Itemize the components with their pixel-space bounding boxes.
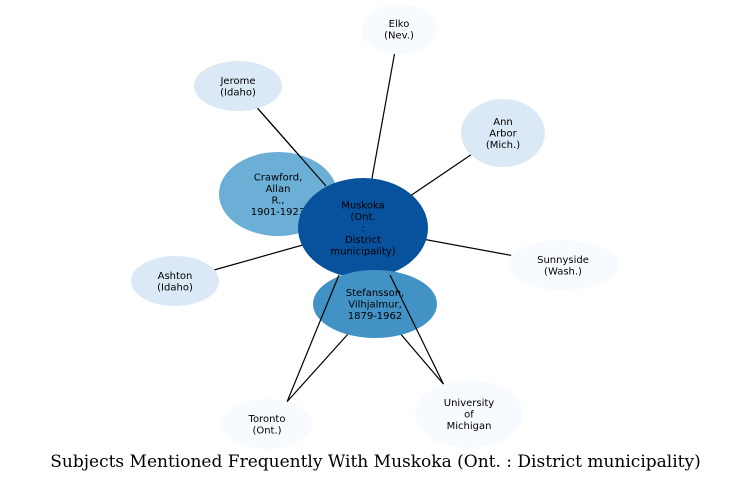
node-label-line: Elko [389, 19, 410, 30]
node-label-line: Ann [493, 117, 513, 128]
node-label-line: Allan [266, 184, 291, 195]
node-label-line: Stefansson, [346, 288, 404, 299]
node-label-line: (Wash.) [544, 266, 582, 277]
node-label-line: Sunnyside [537, 255, 589, 266]
node-ellipse [131, 256, 219, 306]
node-label-line: Vilhjalmur, [348, 300, 402, 311]
node-label-line: 1901-1923 [251, 207, 306, 218]
node-ellipse [298, 178, 428, 278]
node-stefansson: Stefansson,Vilhjalmur,1879-1962 [313, 270, 437, 338]
node-label-line: Arbor [489, 129, 517, 140]
nodes: Jerome(Idaho)Elko(Nev.)AnnArbor(Mich.)Su… [131, 4, 619, 449]
node-ellipse [194, 61, 282, 111]
edge-overlay-segment [389, 274, 444, 385]
node-label-line: University [444, 398, 495, 409]
node-label-line: District [345, 235, 381, 246]
node-label-line: (Ont.) [252, 425, 281, 436]
node-ellipse [415, 380, 523, 448]
node-label-line: Michigan [447, 421, 492, 432]
node-jerome: Jerome(Idaho) [194, 61, 282, 111]
diagram-caption: Subjects Mentioned Frequently With Musko… [50, 452, 701, 472]
node-label-line: : [361, 224, 364, 235]
node-sunnyside: Sunnyside(Wash.) [507, 240, 619, 290]
node-label-line: (Ont. [350, 212, 375, 223]
node-label-line: municipality) [330, 247, 395, 258]
node-label-line: (Idaho) [157, 282, 193, 293]
node-ellipse [313, 270, 437, 338]
node-ellipse [507, 240, 619, 290]
edge-overlay-segment [286, 274, 340, 402]
node-elko: Elko(Nev.) [361, 4, 437, 54]
node-label-line: (Idaho) [220, 87, 256, 98]
node-label-line: (Nev.) [384, 30, 414, 41]
node-label-line: Toronto [248, 414, 286, 425]
node-label-line: Ashton [158, 271, 193, 282]
node-label-line: 1879-1962 [348, 311, 403, 322]
node-ellipse [222, 399, 312, 449]
node-toronto: Toronto(Ont.) [222, 399, 312, 449]
node-ashton: Ashton(Idaho) [131, 256, 219, 306]
node-label-line: Crawford, [254, 172, 303, 183]
node-label-line: (Mich.) [486, 140, 520, 151]
node-label-line: Jerome [219, 76, 255, 87]
node-label-line: of [464, 410, 474, 421]
node-label-line: R., [272, 195, 285, 206]
hub-nodes: Muskoka(Ont.:Districtmunicipality)Stefan… [298, 178, 437, 338]
node-ellipse [361, 4, 437, 54]
edge-overlay [257, 107, 444, 402]
edge-overlay-segment [257, 107, 327, 187]
node-ellipse [461, 99, 545, 167]
node-label-line: Muskoka [341, 201, 384, 212]
